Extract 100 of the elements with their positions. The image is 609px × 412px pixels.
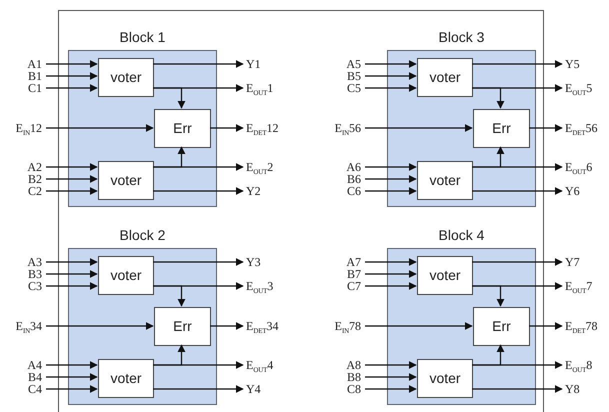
block-heading: Block 1 [118,28,166,47]
output-signal-label: Y6 [565,184,609,198]
output-signal-label: E$_{OUT}$8 [565,358,609,372]
arrow [365,385,417,393]
error-box: Err [154,109,211,148]
error-box: Err [473,109,530,148]
output-signal-label: E$_{OUT}$7 [565,279,609,293]
arrow [472,60,563,68]
arrow [365,282,417,290]
arrow [365,72,417,80]
input-signal-label: A8 [325,359,361,371]
arrow [472,187,563,195]
input-signal-label: A5 [325,58,361,70]
output-signal-label: Y4 [246,382,290,396]
voter-box: voter [98,359,154,398]
arrow [46,175,98,183]
arrow [472,87,504,109]
arrow [153,87,186,109]
arrow [46,84,98,92]
arrow [153,344,186,366]
arrow [365,373,417,381]
voter-box: voter [98,161,154,200]
arrow [46,373,98,381]
arrow [472,385,563,393]
arrow [529,322,563,330]
arrow [472,344,504,366]
arrow [365,270,417,278]
block-heading: Block 3 [438,28,486,47]
output-signal-label: Y2 [246,184,290,198]
output-signal-label: E$_{DET}$34 [246,319,290,333]
output-signal-label: E$_{DET}$56 [565,121,609,135]
input-signal-label: C6 [325,185,361,197]
arrow [46,163,98,171]
arrow [365,322,473,330]
input-signal-label: C1 [6,82,42,94]
output-signal-label: E$_{DET}$12 [246,121,290,135]
input-signal-label: E$_{IN}$34 [2,319,42,333]
voter-box: voter [417,359,473,398]
arrow [153,60,244,68]
arrow [46,60,98,68]
input-signal-label: E$_{IN}$56 [321,121,361,135]
arrow [365,361,417,369]
arrow [46,258,98,266]
output-signal-label: Y7 [565,255,609,269]
arrow [365,163,417,171]
input-signal-label: B3 [6,268,42,280]
arrow [46,322,154,330]
block-heading: Block 4 [438,226,486,245]
arrow [472,146,504,168]
output-signal-label: E$_{OUT}$4 [246,358,290,372]
output-signal-label: E$_{OUT}$1 [246,81,290,95]
input-signal-label: E$_{IN}$12 [2,121,42,135]
input-signal-label: A1 [6,58,42,70]
arrow [153,385,244,393]
arrow [46,385,98,393]
block-heading: Block 2 [118,226,166,245]
arrow [365,187,417,195]
output-signal-label: Y5 [565,57,609,71]
error-box: Err [473,307,530,346]
input-signal-label: B1 [6,70,42,82]
input-signal-label: B5 [325,70,361,82]
input-signal-label: A6 [325,161,361,173]
arrow [365,124,473,132]
arrow [46,187,98,195]
output-signal-label: E$_{OUT}$2 [246,160,290,174]
error-box: Err [154,307,211,346]
arrow [153,285,186,307]
output-signal-label: E$_{OUT}$6 [565,160,609,174]
voter-box: voter [417,161,473,200]
arrow [46,282,98,290]
input-signal-label: A7 [325,256,361,268]
arrow [365,258,417,266]
arrow [529,124,563,132]
input-signal-label: C8 [325,383,361,395]
arrow [210,322,244,330]
arrow [46,270,98,278]
arrow [153,187,244,195]
input-signal-label: C7 [325,280,361,292]
arrow [365,175,417,183]
arrow [472,258,563,266]
input-signal-label: B4 [6,371,42,383]
output-signal-label: Y8 [565,382,609,396]
input-signal-label: E$_{IN}$78 [321,319,361,333]
input-signal-label: C2 [6,185,42,197]
input-signal-label: A4 [6,359,42,371]
input-signal-label: B7 [325,268,361,280]
arrow [472,285,504,307]
arrow [46,361,98,369]
input-signal-label: B8 [325,371,361,383]
arrow [153,258,244,266]
arrow [46,72,98,80]
output-signal-label: E$_{OUT}$3 [246,279,290,293]
arrow [46,124,154,132]
input-signal-label: B2 [6,173,42,185]
voter-box: voter [417,58,473,97]
input-signal-label: B6 [325,173,361,185]
input-signal-label: C4 [6,383,42,395]
input-signal-label: A2 [6,161,42,173]
arrow [210,124,244,132]
output-signal-label: Y1 [246,57,290,71]
